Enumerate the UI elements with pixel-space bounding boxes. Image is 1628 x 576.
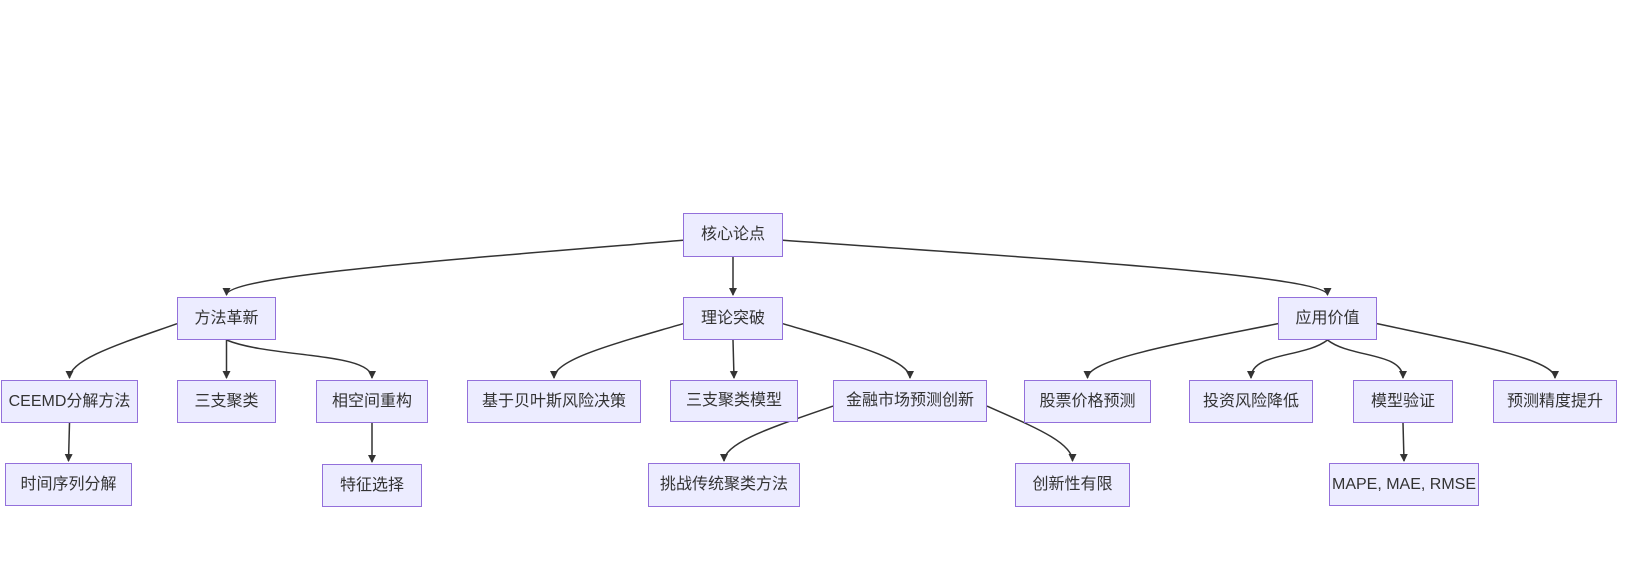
- node-label: 三支聚类: [194, 392, 259, 410]
- node-label: 三支聚类模型: [685, 392, 782, 410]
- edge-theory-to-twcmodel: [729, 339, 738, 379]
- flowchart-node-precision: 预测精度提升: [1493, 380, 1617, 423]
- node-label: 基于贝叶斯风险决策: [481, 392, 626, 410]
- node-label: MAPE, MAE, RMSE: [1331, 475, 1477, 493]
- flowchart-node-risk: 投资风险降低: [1189, 380, 1313, 423]
- edge-fin-to-challenge: [720, 405, 834, 462]
- edge-value-to-modelval: [1327, 339, 1407, 379]
- flowchart-node-modelval: 模型验证: [1353, 380, 1453, 423]
- flowchart-node-bayes: 基于贝叶斯风险决策: [467, 380, 641, 423]
- node-label: 金融市场预测创新: [845, 392, 974, 410]
- edge-value-to-precision: [1376, 322, 1559, 379]
- flowchart-node-stock: 股票价格预测: [1024, 380, 1151, 423]
- edge-ceemd-to-tsdecomp: [64, 422, 73, 462]
- flowchart-node-ceemd: CEEMD分解方法: [1, 380, 138, 423]
- node-label: 投资风险降低: [1202, 392, 1299, 410]
- node-label: 预测精度提升: [1506, 392, 1603, 410]
- node-label: 应用价值: [1295, 309, 1360, 327]
- edge-theory-to-fin: [782, 322, 914, 379]
- edge-core-to-method: [222, 239, 684, 296]
- node-label: 核心论点: [700, 226, 765, 244]
- edge-theory-to-bayes: [550, 322, 684, 379]
- node-label: 挑战传统聚类方法: [659, 476, 788, 494]
- edge-core-to-value: [782, 239, 1332, 296]
- flowchart-node-feature: 特征选择: [322, 464, 422, 507]
- flowchart-node-twcmodel: 三支聚类模型: [670, 380, 798, 422]
- flowchart-node-method: 方法革新: [177, 297, 276, 340]
- edge-modelval-to-metrics: [1399, 422, 1408, 462]
- node-label: CEEMD分解方法: [8, 392, 131, 410]
- node-label: 股票价格预测: [1039, 392, 1136, 410]
- node-label: 理论突破: [700, 309, 765, 327]
- flowchart-node-challenge: 挑战传统聚类方法: [648, 463, 800, 507]
- flowchart-node-theory: 理论突破: [683, 297, 783, 340]
- edge-value-to-risk: [1247, 339, 1328, 379]
- flowchart-node-metrics: MAPE, MAE, RMSE: [1329, 463, 1479, 506]
- node-label: 特征选择: [339, 476, 404, 494]
- flowchart-node-fin: 金融市场预测创新: [833, 380, 987, 422]
- edge-fin-to-limited: [986, 405, 1077, 462]
- node-label: 时间序列分解: [20, 475, 117, 493]
- node-label: 创新性有限: [1032, 476, 1113, 494]
- node-label: 模型验证: [1370, 392, 1435, 410]
- flowchart-node-threeway: 三支聚类: [177, 380, 276, 423]
- edge-value-to-stock: [1083, 322, 1279, 379]
- flowchart-node-core: 核心论点: [683, 213, 783, 257]
- edge-method-to-phase: [226, 339, 376, 379]
- node-label: 方法革新: [194, 309, 259, 327]
- flowchart-node-phase: 相空间重构: [316, 380, 428, 423]
- edge-method-to-ceemd: [65, 322, 178, 379]
- node-label: 相空间重构: [331, 392, 412, 410]
- flowchart-node-value: 应用价值: [1278, 297, 1377, 340]
- flowchart-node-limited: 创新性有限: [1015, 463, 1130, 507]
- flowchart-node-tsdecomp: 时间序列分解: [5, 463, 132, 506]
